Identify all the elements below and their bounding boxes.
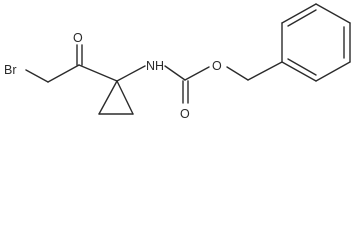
bond-phenyl-6 — [281, 61, 317, 82]
bond-cq-nh — [116, 65, 146, 82]
bond-br-ch2 — [25, 69, 49, 83]
atom-ester-oxygen: O — [212, 59, 222, 73]
bond-ch2-carbonyl — [47, 64, 80, 83]
atom-labels: Br O NH O O — [4, 31, 222, 121]
bond-phenyl-inner-1 — [287, 9, 317, 27]
bond-phenyl-5 — [315, 61, 351, 82]
bond-phenyl-inner-3 — [287, 58, 317, 76]
bond-carbamate-ester-o — [184, 66, 210, 81]
bond-phenyl-2 — [281, 3, 317, 24]
bond-ring-c — [116, 80, 134, 115]
atom-bromine: Br — [4, 63, 17, 77]
bond-lines — [25, 3, 351, 115]
atom-amine: NH — [146, 59, 164, 73]
atom-ketone-oxygen: O — [73, 31, 83, 45]
bond-carbonyl-cq — [78, 64, 118, 82]
bond-nh-carbamate — [164, 65, 186, 81]
bond-phenyl-3 — [315, 3, 351, 24]
atom-carbonyl-oxygen: O — [180, 107, 190, 121]
bond-ester-o-ch2 — [226, 66, 249, 81]
bond-ring-a — [98, 80, 118, 115]
chemical-structure: Br O NH O O — [4, 3, 351, 121]
bond-ch2-phenyl — [247, 61, 283, 81]
